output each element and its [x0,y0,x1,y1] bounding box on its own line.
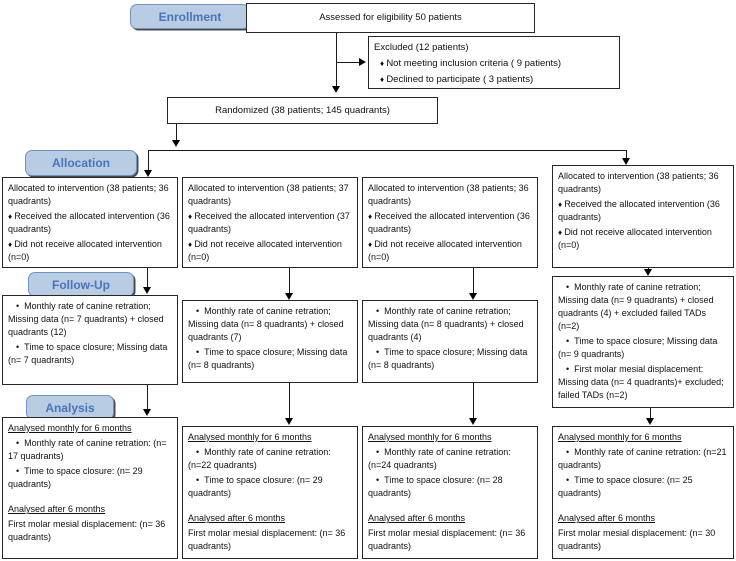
allocation-bullet: Did not receive allocated intervention (… [188,238,352,264]
follow-up-box-group3: Monthly rate of canine retration; Missin… [362,300,538,383]
allocation-intro: Allocated to intervention (38 patients; … [368,183,529,207]
allocation-bullet: Did not receive allocated intervention (… [558,226,728,252]
analysis-after-text: First molar mesial displacement: (n= 36 … [368,528,526,552]
analysis-bullet: Monthly rate of canine retration: (n=24 … [368,446,532,472]
follow-up-bullet: Time to space closure; Missing data (n= … [368,346,532,372]
connector-drop-group1 [148,150,149,171]
connector-alloc-to-fu-3 [473,268,474,294]
connector-fu-to-analysis-4 [650,408,651,419]
analysis-bullet: Time to space closure: (n= 25 quadrants) [558,474,728,500]
connector-assessed-to-randomized [336,33,337,88]
analysis-after-text: First molar mesial displacement: (n= 36 … [8,519,166,543]
allocation-bullet: Did not receive allocated intervention (… [8,238,172,264]
analysis-heading-after: Analysed after 6 months [188,513,286,524]
follow-up-bullet: Time to space closure; Missing data (n= … [188,346,352,372]
allocation-bullet: Received the allocated intervention (36 … [558,198,728,224]
connector-distributor [148,150,626,151]
allocation-intro: Allocated to intervention (38 patients; … [558,171,719,195]
allocation-box-group3: Allocated to intervention (38 patients; … [362,177,538,268]
analysis-box-group2: Analysed monthly for 6 months Monthly ra… [182,426,358,559]
follow-up-box-group1: Monthly rate of canine retration; Missin… [2,295,178,385]
arrow-down-icon [172,140,180,147]
analysis-bullet: Monthly rate of canine retration: (n= 17… [8,437,172,463]
connector-fu-to-analysis-2 [289,383,290,419]
follow-up-bullet: Monthly rate of canine retration; Missin… [368,305,532,344]
analysis-bullet: Monthly rate of canine retration: (n=21 … [558,446,728,472]
analysis-heading-monthly: Analysed monthly for 6 months [558,432,682,442]
follow-up-bullet: Time to space closure; Missing data (n= … [558,335,728,361]
arrow-down-icon [469,418,477,425]
allocation-bullet: Received the allocated intervention (37 … [188,210,352,236]
excluded-title: Excluded (12 patients) [374,42,469,53]
allocation-bullet: Received the allocated intervention (36 … [368,210,532,236]
analysis-bullet: Time to space closure: (n= 28 quadrants) [368,474,532,500]
allocation-box-group1: Allocated to intervention (38 patients; … [2,177,178,268]
allocation-box-group2: Allocated to intervention (38 patients; … [182,177,358,268]
arrow-down-icon [646,418,654,425]
stage-label-analysis: Analysis [26,395,114,420]
assessed-eligibility-text: Assessed for eligibility 50 patients [319,12,462,24]
follow-up-bullet: Time to space closure; Missing data (n= … [8,341,172,367]
analysis-heading-after: Analysed after 6 months [8,504,106,515]
analysis-after-text: First molar mesial displacement: (n= 36 … [188,528,346,552]
allocation-bullet: Received the allocated intervention (36 … [8,210,172,236]
arrow-down-icon [622,158,630,165]
follow-up-box-group4: Monthly rate of canine retration; Missin… [552,276,734,408]
analysis-heading-monthly: Analysed monthly for 6 months [8,423,132,433]
analysis-heading-monthly: Analysed monthly for 6 months [368,432,492,442]
excluded-bullet: Declined to participate ( 3 patients) [374,73,614,87]
connector-alloc-to-fu-1 [147,268,148,288]
analysis-bullet: Time to space closure: (n= 29 quadrants) [188,474,352,500]
follow-up-bullet: Monthly rate of canine retration; Missin… [188,305,352,344]
arrow-down-icon [644,269,652,276]
arrow-down-icon [285,293,293,300]
arrow-down-icon [144,170,152,177]
analysis-box-group4: Analysed monthly for 6 months Monthly ra… [552,426,734,559]
analysis-heading-monthly: Analysed monthly for 6 months [188,432,312,442]
arrow-down-icon [143,287,151,294]
assessed-eligibility-box: Assessed for eligibility 50 patients [246,3,535,33]
stage-label-text: Analysis [45,400,95,415]
analysis-heading-after: Analysed after 6 months [558,513,656,524]
connector-alloc-to-fu-2 [289,268,290,294]
connector-to-excluded [336,62,360,63]
randomized-text: Randomized (38 patients; 145 quadrants) [215,104,390,116]
follow-up-bullet: Monthly rate of canine retration; Missin… [558,281,728,333]
analysis-bullet: Monthly rate of canine retration: (n=22 … [188,446,352,472]
allocation-box-group4: Allocated to intervention (38 patients; … [552,165,734,268]
allocation-intro: Allocated to intervention (38 patients; … [8,183,169,207]
arrow-down-icon [285,418,293,425]
follow-up-bullet: First molar mesial displacement: Missing… [558,363,728,402]
analysis-bullet: Time to space closure: (n= 29 quadrants) [8,465,172,491]
connector-fu-to-analysis-1 [147,385,148,410]
arrow-down-icon [332,86,340,93]
connector-fu-to-analysis-3 [473,383,474,419]
stage-label-follow-up: Follow-Up [28,272,134,297]
excluded-bullet: Not meeting inclusion criteria ( 9 patie… [374,57,614,71]
connector-randomized-out [176,124,177,141]
arrow-right-icon [359,58,366,66]
follow-up-bullet: Monthly rate of canine retration; Missin… [8,300,172,339]
stage-label-allocation: Allocation [25,150,137,176]
connector-drop-group4 [626,150,627,159]
follow-up-box-group2: Monthly rate of canine retration; Missin… [182,300,358,383]
stage-label-text: Allocation [51,156,110,170]
stage-label-text: Enrollment [158,9,222,24]
stage-label-text: Follow-Up [52,277,110,292]
analysis-heading-after: Analysed after 6 months [368,513,466,524]
stage-label-enrollment: Enrollment [130,4,250,29]
allocation-bullet: Did not receive allocated intervention (… [368,238,532,264]
arrow-down-icon [143,409,151,416]
allocation-intro: Allocated to intervention (38 patients; … [188,183,349,207]
analysis-box-group3: Analysed monthly for 6 months Monthly ra… [362,426,538,559]
arrow-down-icon [469,293,477,300]
randomized-box: Randomized (38 patients; 145 quadrants) [167,97,438,124]
analysis-box-group1: Analysed monthly for 6 months Monthly ra… [2,417,178,559]
excluded-box: Excluded (12 patients) Not meeting inclu… [368,36,620,89]
analysis-after-text: First molar mesial displacement: (n= 30 … [558,528,716,552]
